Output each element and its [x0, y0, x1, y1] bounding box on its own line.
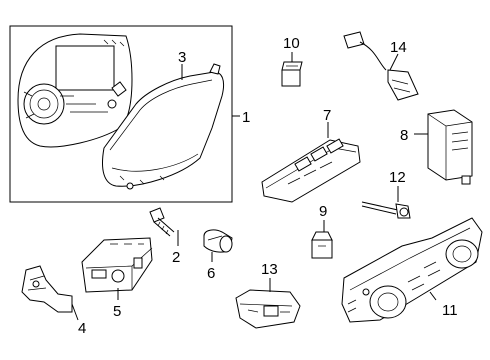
callout-4: 4 [78, 320, 86, 337]
callout-11: 11 [442, 302, 458, 319]
connector-part-9 [311, 231, 333, 259]
leader-line-14 [389, 53, 399, 71]
callout-5: 5 [113, 303, 121, 320]
switch-module-part-5 [81, 237, 153, 293]
callout-12: 12 [389, 169, 406, 186]
leader-line-11 [429, 291, 437, 301]
callout-6: 6 [207, 265, 215, 282]
cluster-display-part [17, 33, 133, 148]
callout-1: 1 [242, 109, 250, 126]
screw-part-2 [149, 207, 175, 237]
bracket-part-4 [21, 265, 73, 313]
control-module-part-8 [427, 109, 473, 185]
switch-part-10 [281, 61, 303, 87]
callout-13: 13 [261, 261, 278, 278]
climate-panel-part-11 [341, 217, 483, 323]
callout-3: 3 [178, 49, 186, 66]
switch-panel-part-7 [261, 138, 361, 203]
harness-part-14 [343, 31, 419, 101]
bolt-part-12 [361, 201, 411, 219]
button-part-6 [203, 229, 233, 253]
instrument-cluster-group-box [9, 25, 233, 203]
callout-2: 2 [172, 249, 180, 266]
connector-part-13 [235, 289, 301, 329]
callout-7: 7 [323, 107, 331, 124]
leader-line-4 [71, 303, 79, 321]
cluster-bezel-part [102, 63, 225, 190]
callout-9: 9 [319, 203, 327, 220]
callout-10: 10 [283, 35, 300, 52]
callout-8: 8 [400, 127, 408, 144]
callout-14: 14 [390, 39, 407, 56]
